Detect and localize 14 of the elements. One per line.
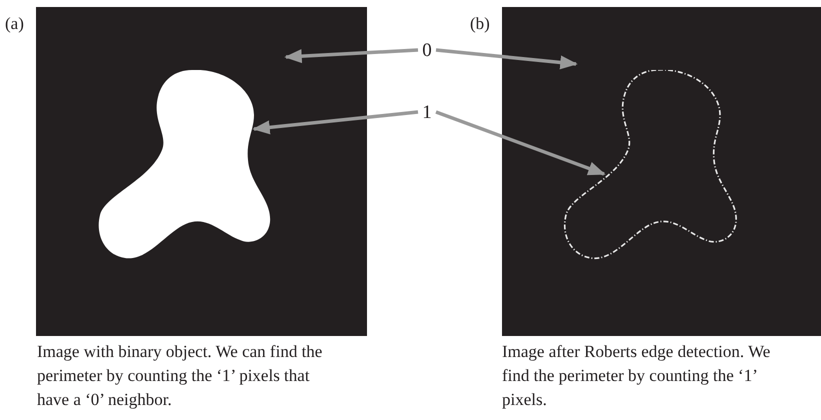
image-panel [36, 7, 367, 336]
panel-label: (b) [470, 13, 491, 35]
object-outline-drawing [562, 70, 738, 261]
arrow [252, 110, 418, 134]
panel-label: (a) [5, 13, 25, 35]
arrow [436, 48, 578, 70]
value-label: 1 [422, 102, 432, 122]
value-label: 0 [422, 40, 432, 60]
binary-object-drawing [96, 70, 272, 261]
caption: Image with binary object. We can find the perimeter by counting the ‘1’ pixels that have a ‘0’ neighbor. [37, 341, 324, 411]
arrow [284, 48, 418, 64]
image-panel [502, 7, 821, 336]
arrow [435, 110, 606, 176]
caption: Image after Roberts edge detection. We find the perimeter by counting the ‘1’ pixels. [502, 341, 772, 411]
